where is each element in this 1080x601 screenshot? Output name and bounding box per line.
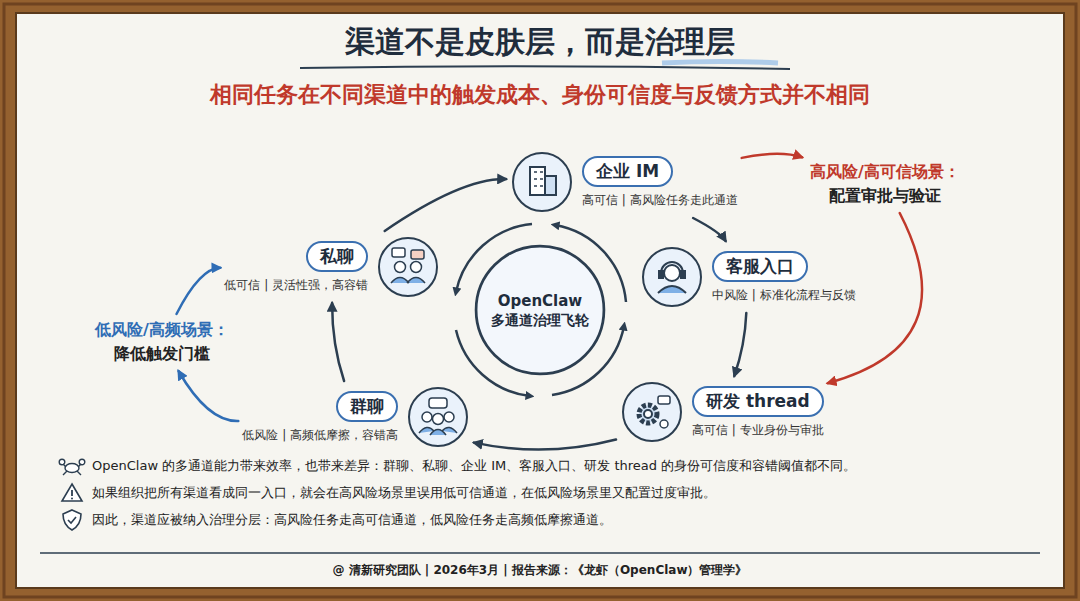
channel-text: 客服入口中风险 | 标准化流程与反馈 xyxy=(712,251,856,304)
group-icon xyxy=(409,388,467,446)
icon-slot xyxy=(620,380,684,444)
callout-heading: 低风险/高频场景： xyxy=(95,320,229,341)
note-text: 如果组织把所有渠道看成同一入口，就会在高风险场景里误用低可信通道，在低风险场景里… xyxy=(92,484,716,502)
icon-slot xyxy=(510,150,574,214)
footer-credit: @ 清新研究团队 | 2026年3月 | 报告来源：《龙虾（OpenClaw）管… xyxy=(0,562,1080,579)
callout-body: 配置审批与验证 xyxy=(829,186,941,207)
channel-node: 客服入口中风险 | 标准化流程与反馈 xyxy=(640,245,856,309)
channel-text: 群聊低风险 | 高频低摩擦，容错高 xyxy=(242,391,398,444)
flow-arrow xyxy=(332,303,344,381)
channel-pill: 私聊 xyxy=(306,241,368,272)
icon-slot xyxy=(406,385,470,449)
shield-icon xyxy=(63,510,81,530)
channel-node: 私聊低可信 | 灵活性强，高容错 xyxy=(224,235,440,299)
note-text: OpenClaw 的多通道能力带来效率，也带来差异：群聊、私聊、企业 IM、客服… xyxy=(92,457,856,475)
channel-desc: 高可信 | 专业身份与审批 xyxy=(692,422,824,439)
headset-icon xyxy=(643,248,701,306)
callout-body: 降低触发门槛 xyxy=(114,344,210,365)
channel-desc: 低风险 | 高频低摩擦，容错高 xyxy=(242,427,398,444)
channel-text: 企业 IM 高可信 | 高风险任务走此通道 xyxy=(582,156,738,209)
channel-node: 企业 IM 高可信 | 高风险任务走此通道 xyxy=(510,150,738,214)
building-icon xyxy=(513,153,571,211)
channel-pill: 群聊 xyxy=(336,391,398,422)
channel-desc: 低可信 | 灵活性强，高容错 xyxy=(224,277,368,294)
channel-node: 群聊低风险 | 高频低摩擦，容错高 xyxy=(242,385,470,449)
icon-slot xyxy=(376,235,440,299)
flow-arrow xyxy=(385,179,506,231)
title-underline xyxy=(300,66,790,69)
note-text: 因此，渠道应被纳入治理分层：高风险任务走高可信通道，低风险任务走高频低摩擦通道。 xyxy=(92,511,612,529)
channel-desc: 高可信 | 高风险任务走此通道 xyxy=(582,192,738,209)
subtitle: 相同任务在不同渠道中的触发成本、身份可信度与反馈方式并不相同 xyxy=(0,80,1080,110)
flow-arrow xyxy=(179,371,239,421)
channel-pill: 客服入口 xyxy=(712,251,808,282)
scenario-callout: 高风险/高可信场景： 配置审批与验证 xyxy=(806,160,964,209)
flow-arrow xyxy=(734,313,746,376)
footer-rule xyxy=(40,552,1040,554)
channel-text: 私聊低可信 | 灵活性强，高容错 xyxy=(224,241,368,294)
channel-node: 研发 thread 高可信 | 专业身份与审批 xyxy=(620,380,824,444)
flow-arrow xyxy=(474,440,616,450)
channel-pill: 企业 IM xyxy=(582,156,673,187)
title: 渠道不是皮肤层，而是治理层 xyxy=(0,22,1080,63)
icon-slot xyxy=(640,245,704,309)
callout-heading: 高风险/高可信场景： xyxy=(810,162,960,183)
crab-note-icon xyxy=(59,459,85,475)
hub-title: OpenClaw xyxy=(498,292,582,310)
channel-desc: 中风险 | 标准化流程与反馈 xyxy=(712,287,856,304)
channel-text: 研发 thread 高可信 | 专业身份与审批 xyxy=(692,386,824,439)
private-chat-icon xyxy=(379,238,437,296)
title-highlight xyxy=(662,62,778,64)
hub-circle xyxy=(472,242,608,378)
warning-icon xyxy=(62,484,82,501)
scenario-callout: 低风险/高频场景： 降低触发门槛 xyxy=(91,318,233,367)
gear-icon xyxy=(623,383,681,441)
inner-ring xyxy=(456,224,626,396)
flow-arrow xyxy=(742,154,802,158)
channel-pill: 研发 thread xyxy=(692,386,824,417)
flow-arrow xyxy=(177,268,221,314)
flow-arrow xyxy=(693,218,726,241)
hub-subtitle: 多通道治理飞轮 xyxy=(491,312,589,330)
flywheel-hub: OpenClaw 多通道治理飞轮 xyxy=(472,242,608,378)
